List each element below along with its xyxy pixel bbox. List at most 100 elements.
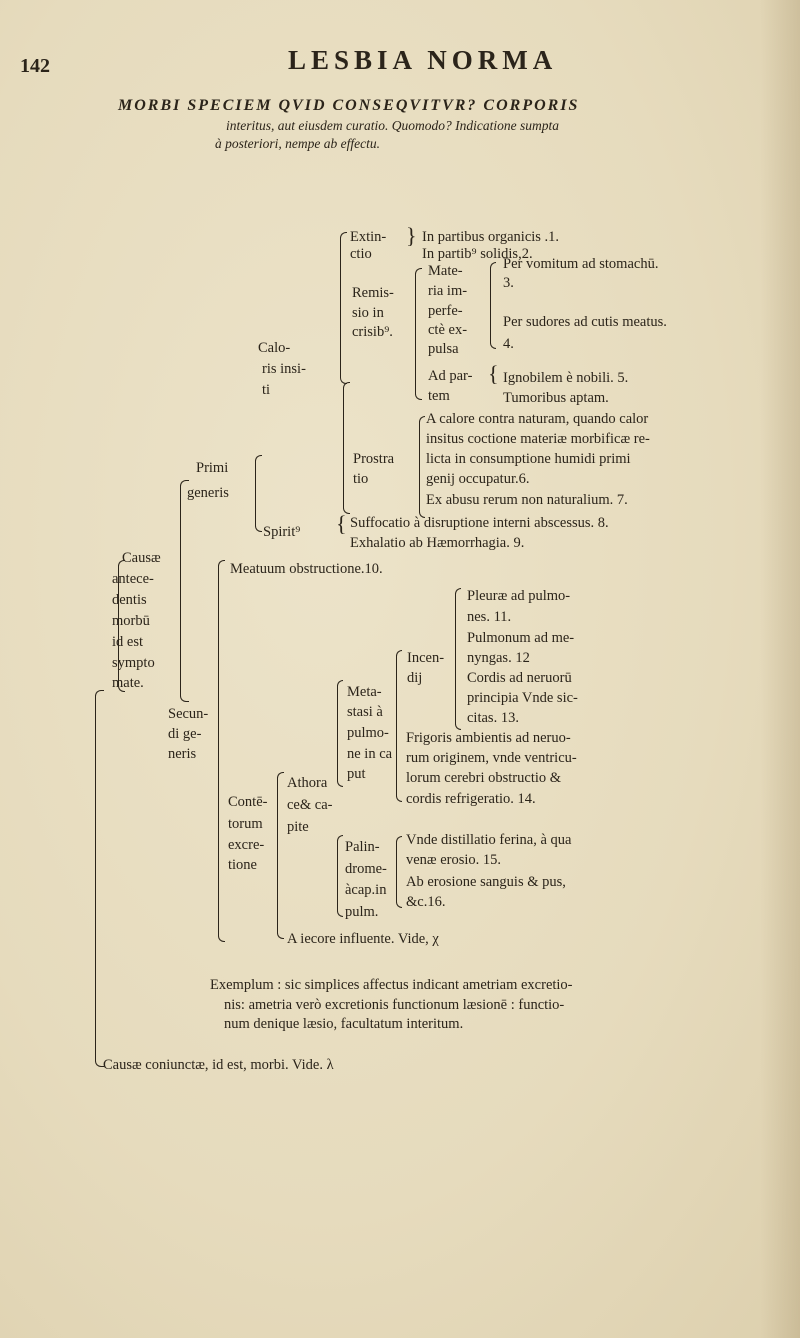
metastasi-3: ne in ca — [347, 746, 393, 762]
bracket-primi — [255, 455, 262, 532]
contentorum-2: excre- — [228, 837, 265, 853]
root-label-4: id est — [112, 634, 144, 650]
athorace-1: ce& ca- — [287, 797, 333, 813]
contentorum-3: tione — [228, 857, 257, 873]
prostratio-0: Prostra — [353, 451, 395, 467]
palindrome-1: drome- — [345, 861, 387, 877]
brace-extinctio: } — [406, 223, 417, 248]
title-line-2: interitus, aut eiusdem curatio. Quomodo?… — [226, 118, 559, 133]
bracket-root — [118, 560, 125, 692]
incendij-item-0: Pleuræ ad pulmo- — [467, 588, 571, 604]
extinctio-0: Extin- — [350, 229, 387, 245]
primi-1: generis — [187, 485, 229, 501]
root-label-2: dentis — [112, 592, 147, 608]
materia-item-0: Per vomitum ad stomachū. — [503, 256, 659, 272]
frigoris-2: lorum cerebri obstructio & — [406, 770, 562, 786]
prostratio-1: tio — [353, 471, 369, 487]
incendij-item-3: nyngas. 12 — [467, 650, 530, 666]
ad-partem-1: tem — [428, 388, 450, 404]
root-label-3: morbū — [112, 613, 150, 629]
metastasi-4: put — [347, 766, 366, 782]
spiritus-label: Spirit⁹ — [263, 524, 301, 540]
meatuum-label: Meatuum obstructione.10. — [230, 561, 383, 577]
materia-4: pulsa — [428, 341, 459, 357]
secundi-0: Secun- — [168, 706, 209, 722]
extinctio-item-0: In partibus organicis .1. — [422, 229, 560, 245]
contentorum-0: Contē- — [228, 794, 268, 810]
incendij-1: dij — [407, 670, 423, 686]
root-label-6: mate. — [112, 675, 144, 691]
remissio-0: Remis- — [352, 285, 394, 301]
caloris-1: ris insi- — [262, 361, 306, 377]
title-line-3: à posteriori, nempe ab effectu. — [215, 136, 380, 151]
exemplum-line-1: nis: ametria verò excretionis functionum… — [224, 997, 565, 1013]
prostratio-item-4: Ex abusu rerum non naturalium. 7. — [426, 492, 628, 508]
incendij-item-4: Cordis ad neruorū — [467, 670, 572, 686]
bracket-outer — [95, 690, 104, 1067]
prostratio-item-3: genij occupatur.6. — [426, 471, 530, 487]
incendij-item-6: citas. 13. — [467, 710, 519, 726]
bracket-metastasi — [337, 680, 343, 787]
brace-spiritus: { — [336, 511, 347, 536]
materia-0: Mate- — [428, 263, 463, 279]
bracket-palindrome — [337, 835, 343, 917]
incendij-item-2: Pulmonum ad me- — [467, 630, 575, 646]
remissio-1: sio in — [352, 305, 384, 321]
caloris-2: ti — [262, 382, 271, 398]
palindrome-item-3: &c.16. — [406, 894, 446, 910]
remissio-2: crisib⁹. — [352, 324, 393, 340]
incendij-0: Incen- — [407, 650, 445, 666]
spiritus-item-1: Exhalatio ab Hæmorrhagia. 9. — [350, 535, 525, 551]
materia-item-2: Per sudores ad cutis meatus. — [503, 314, 667, 330]
primi-0: Primi — [196, 460, 229, 476]
palindrome-item-1: venæ erosio. 15. — [406, 852, 502, 868]
incendij-item-1: nes. 11. — [467, 609, 512, 625]
bracket-palindrome-items — [396, 836, 402, 908]
palindrome-item-2: Ab erosione sanguis & pus, — [406, 874, 566, 890]
prostratio-item-0: A calore contra naturam, quando calor — [426, 411, 649, 427]
metastasi-1: stasi à — [347, 704, 383, 720]
title-line-1: MORBI SPECIEM QVID CONSEQVITVR? CORPORIS — [118, 97, 580, 114]
bracket-caloris — [340, 232, 347, 384]
caloris-0: Calo- — [258, 340, 291, 356]
exemplum-line-0: Exemplum : sic simplices affectus indica… — [210, 977, 573, 993]
palindrome-0: Palin- — [345, 839, 380, 855]
palindrome-3: pulm. — [345, 904, 379, 920]
ad-partem-item-0: Ignobilem è nobili. 5. — [503, 370, 629, 386]
footer-line: Causæ coniunctæ, id est, morbi. Vide. λ — [103, 1057, 334, 1073]
running-title: LESBIA NORMA — [288, 45, 558, 75]
brace-ad-partem: { — [488, 361, 499, 386]
contentorum-1: torum — [228, 816, 263, 832]
metastasi-0: Meta- — [347, 684, 382, 700]
bracket-contentorum — [277, 772, 284, 939]
spiritus-item-0: Suffocatio à disruptione interni abscess… — [350, 515, 609, 531]
bracket-genera — [180, 480, 189, 702]
materia-item-1: 3. — [503, 275, 514, 291]
bracket-secundi — [218, 560, 225, 942]
root-label-1: antece- — [112, 571, 154, 587]
extinctio-1: ctio — [350, 246, 372, 262]
secundi-2: neris — [168, 746, 197, 762]
incendij-item-5: principia Vnde sic- — [467, 690, 578, 706]
iecore-label: A iecore influente. Vide, χ — [287, 931, 439, 947]
bracket-remissio — [415, 268, 422, 400]
root-label-5: sympto — [112, 655, 155, 671]
bracket-prostratio-items — [419, 416, 425, 518]
bracket-prostratio — [343, 382, 350, 514]
extinctio-item-1: In partib⁹ solidis,2. — [422, 246, 533, 262]
frigoris-3: cordis refrigeratio. 14. — [406, 791, 536, 807]
athorace-2: pite — [287, 819, 309, 835]
root-label-0: Causæ — [122, 550, 161, 566]
prostratio-item-2: licta in consumptione humidi primi — [426, 451, 631, 467]
frigoris-1: rum originem, vnde ventricu- — [406, 750, 577, 766]
materia-item-3: 4. — [503, 336, 514, 352]
bracket-metastasi-items — [396, 650, 402, 802]
palindrome-2: àcap.in — [345, 882, 387, 898]
palindrome-item-0: Vnde distillatio ferina, à qua — [406, 832, 572, 848]
page-number: 142 — [20, 55, 50, 77]
frigoris-0: Frigoris ambientis ad neruo- — [406, 730, 571, 746]
materia-1: ria im- — [428, 283, 468, 299]
secundi-1: di ge- — [168, 726, 202, 742]
bracket-materia-items — [490, 262, 496, 349]
